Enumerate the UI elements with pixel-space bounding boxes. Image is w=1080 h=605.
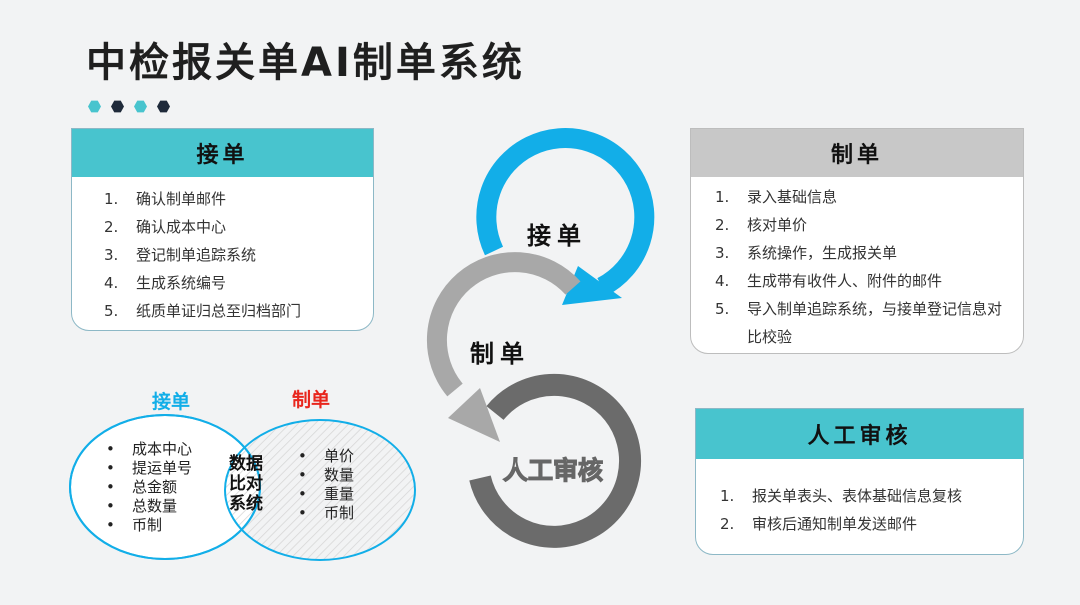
list-item: 5.纸质单证归总至归档部门: [104, 302, 302, 320]
list-item: 总金额: [106, 478, 192, 497]
review-card: 人工审核 1.报关单表头、表体基础信息复核 2.审核后通知制单发送邮件: [695, 408, 1024, 555]
decorative-dots: [88, 100, 170, 113]
list-item: 重量: [298, 485, 354, 504]
cycle-step-make: 制单: [470, 340, 530, 368]
list-item: 3.登记制单追踪系统: [104, 246, 257, 264]
list-item: 2.核对单价: [715, 216, 808, 234]
list-item: 单价: [298, 447, 354, 466]
dark-cycle-arc: [469, 373, 642, 548]
cycle-step-receive: 接单: [527, 222, 587, 250]
list-item: 1.确认制单邮件: [104, 190, 227, 208]
review-step-list: 1.报关单表头、表体基础信息复核 2.审核后通知制单发送邮件: [720, 482, 962, 538]
receive-card: 接单 1.确认制单邮件 2.确认成本中心 3.登记制单追踪系统 4.生成系统编号…: [71, 128, 374, 331]
gray-arrow-head: [448, 388, 500, 442]
hexagon-icon: [88, 100, 101, 113]
list-item: 3.系统操作，生成报关单: [715, 244, 898, 262]
list-item: 2.确认成本中心: [104, 218, 227, 236]
receive-card-header: 接单: [72, 129, 373, 177]
list-item: 币制: [298, 504, 354, 523]
gray-cycle-arc: [426, 252, 581, 397]
list-item: 1.录入基础信息: [715, 188, 838, 206]
list-item: 总数量: [106, 497, 192, 516]
venn-right-title: 制单: [292, 389, 331, 411]
page-title: 中检报关单AI制单系统: [86, 40, 525, 86]
review-card-header: 人工审核: [696, 409, 1023, 459]
receive-step-list: 1.确认制单邮件 2.确认成本中心 3.登记制单追踪系统 4.生成系统编号 5.…: [104, 185, 301, 325]
list-item: 5.导入制单追踪系统，与接单登记信息对: [715, 300, 1003, 318]
list-item: 币制: [106, 516, 192, 535]
list-item: 成本中心: [106, 440, 192, 459]
list-item: 4.生成带有收件人、附件的邮件: [715, 272, 943, 290]
make-card-header: 制单: [691, 129, 1023, 177]
list-item: 2.审核后通知制单发送邮件: [720, 515, 918, 533]
hexagon-icon: [134, 100, 147, 113]
cycle-step-review: 人工审核: [502, 455, 604, 485]
list-item: 1.报关单表头、表体基础信息复核: [720, 487, 963, 505]
venn-left-list: 成本中心 提运单号 总金额 总数量 币制: [106, 440, 192, 535]
venn-right-list: 单价 数量 重量 币制: [298, 447, 354, 523]
list-item: 4.生成系统编号: [104, 274, 227, 292]
list-item: 比校验: [747, 328, 793, 346]
make-step-list: 1.录入基础信息 2.核对单价 3.系统操作，生成报关单 4.生成带有收件人、附…: [715, 183, 1002, 351]
blue-cycle-arc: [476, 128, 655, 296]
venn-left-title: 接单: [152, 391, 191, 413]
list-item: 数量: [298, 466, 354, 485]
list-item: 提运单号: [106, 459, 192, 478]
blue-arrow-head: [562, 266, 622, 305]
venn-center-label: 数据 比对 系统: [229, 454, 263, 514]
hexagon-icon: [157, 100, 170, 113]
hexagon-icon: [111, 100, 124, 113]
make-card: 制单 1.录入基础信息 2.核对单价 3.系统操作，生成报关单 4.生成带有收件…: [690, 128, 1024, 354]
